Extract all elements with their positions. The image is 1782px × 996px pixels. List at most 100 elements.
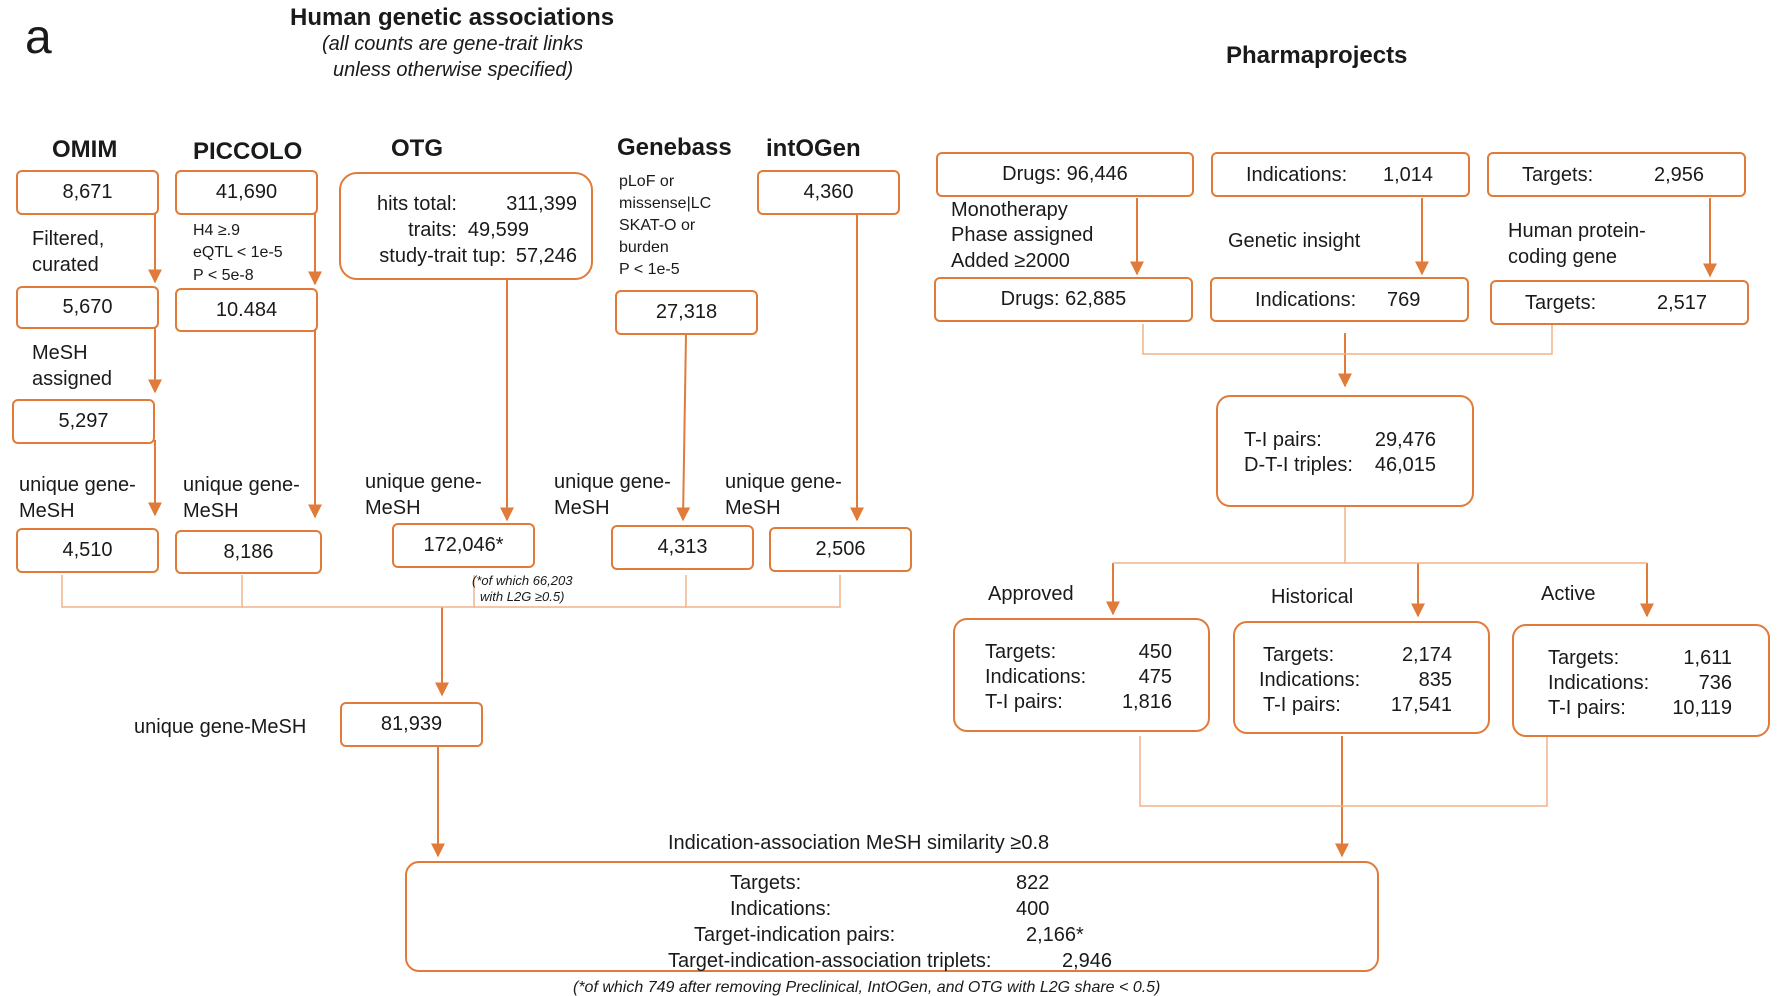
final-box: Targets: 822 Indications: 400 Target-ind… (405, 861, 1379, 972)
phase-approved-ind-label: Indications: (985, 666, 1087, 688)
left-subtitle-line-1: (all counts are gene-trait links (322, 33, 584, 55)
pharma-indications-after-label: Indications: (1255, 289, 1357, 311)
omim-filtered-box: 5,670 (16, 286, 159, 329)
genebass-unique-label-2: MeSH (554, 497, 610, 519)
panel-label: a (25, 11, 52, 64)
pharma-drugs-filter-1: Monotherapy (951, 199, 1068, 221)
final-footnote: (*of which 749 after removing Preclinica… (573, 979, 1161, 996)
otg-unique-label-2: MeSH (365, 497, 421, 519)
otg-hits-label: hits total: (376, 193, 457, 215)
pharma-indications-after-value: 769 (1387, 289, 1421, 311)
left-subtitle-line-2: unless otherwise specified) (333, 59, 574, 81)
pharma-targets-filter-1: Human protein- (1508, 220, 1646, 242)
otg-tup-value: 57,246 (515, 245, 577, 267)
piccolo-unique-label-2: MeSH (183, 500, 239, 522)
otg-stats-box: hits total: 311,399 traits: 49,599 study… (339, 172, 593, 280)
otg-traits-value: 49,599 (467, 219, 529, 241)
pharma-drugs-filter-3: Added ≥2000 (951, 250, 1070, 272)
merged-count-box: 81,939 (340, 702, 483, 747)
intogen-unique-label-1: unique gene- (725, 471, 842, 493)
pharma-targets-after-label: Targets: (1525, 292, 1597, 314)
omim-unique-label-1: unique gene- (19, 474, 136, 496)
piccolo-filtered-box: 10.484 (175, 288, 318, 332)
phase-historical-ind-label: Indications: (1259, 669, 1361, 691)
source-omim: OMIM (52, 136, 118, 163)
genebass-filter-5: P < 1e-5 (619, 261, 680, 278)
otg-hits-value: 311,399 (506, 193, 577, 215)
genebass-count-box: 27,318 (615, 290, 758, 335)
final-heading: Indication-association MeSH similarity ≥… (668, 832, 1050, 854)
omim-unique-label-2: MeSH (19, 500, 75, 522)
phase-historical-pairs: 17,541 (1390, 694, 1452, 716)
pharma-indications-filter: Genetic insight (1228, 230, 1361, 252)
source-genebass: Genebass (617, 134, 732, 161)
otg-unique-box: 172,046* (392, 523, 535, 568)
pharma-ti-value: 29,476 (1374, 429, 1436, 451)
omim-filter-label-2: curated (32, 254, 99, 276)
arrow-genebass (676, 333, 691, 522)
pharma-targets-value: 2,956 (1654, 164, 1705, 186)
genebass-filter-4: burden (619, 239, 669, 256)
source-piccolo: PICCOLO (193, 138, 303, 165)
phase-approved-title: Approved (988, 583, 1074, 605)
merged-label: unique gene-MeSH (134, 716, 307, 738)
phase-historical-indications: 835 (1418, 669, 1452, 691)
final-targets-value: 822 (1016, 872, 1050, 894)
otg-unique-label-1: unique gene- (365, 471, 482, 493)
phase-active-box: Targets: 1,611 Indications: 736 T-I pair… (1512, 624, 1770, 737)
phase-approved-targets: 450 (1138, 641, 1172, 663)
pharma-dti-label: D-T-I triples: (1244, 454, 1353, 476)
phase-historical-targets-label: Targets: (1263, 644, 1335, 666)
otg-traits-label: traits: (408, 219, 457, 241)
intogen-count-box: 4,360 (757, 170, 900, 215)
omim-unique-box: 4,510 (16, 528, 159, 573)
pharma-targets-after-value: 2,517 (1657, 292, 1708, 314)
pharma-drugs-filter-2: Phase assigned (951, 224, 1094, 246)
omim-mesh-label-1: MeSH (32, 342, 88, 364)
piccolo-filter-1: H4 ≥.9 (193, 222, 241, 239)
final-targets-label: Targets: (730, 872, 802, 894)
final-triplets-value: 2,946 (1062, 950, 1113, 972)
pharma-ti-box: T-I pairs: 29,476 D-T-I triples: 46,015 (1216, 395, 1474, 507)
phase-approved-pairs: 1,816 (1121, 691, 1172, 713)
phase-historical-targets: 2,174 (1401, 644, 1452, 666)
phase-active-pairs: 10,119 (1672, 697, 1732, 719)
merge-bracket-left (61, 575, 841, 608)
final-pairs-value: 2,166* (1026, 924, 1084, 946)
omim-filter-label-1: Filtered, (32, 228, 105, 250)
pharma-targets-after-box: Targets: 2,517 (1490, 280, 1749, 325)
omim-mesh-box: 5,297 (12, 399, 155, 444)
genebass-filter-1: pLoF or (619, 173, 675, 190)
phase-approved-indications: 475 (1138, 666, 1172, 688)
genebass-unique-label-1: unique gene- (554, 471, 671, 493)
pharma-ti-label: T-I pairs: (1244, 429, 1322, 451)
otg-footnote-2: with L2G ≥0.5) (480, 589, 565, 604)
merge-bracket-pharma (1142, 324, 1553, 355)
phase-active-pairs-label: T-I pairs: (1548, 697, 1626, 719)
otg-tup-label: study-trait tup: (379, 245, 506, 267)
pharma-dti-value: 46,015 (1374, 454, 1436, 476)
pharma-drugs-after-box: Drugs: 62,885 (934, 277, 1193, 322)
final-indications-label: Indications: (730, 898, 832, 920)
final-triplets-label: Target-indication-association triplets: (668, 950, 992, 972)
phase-active-targets: 1,611 (1683, 647, 1732, 669)
source-intogen: intOGen (766, 135, 861, 162)
pharma-targets-box: Targets: 2,956 (1487, 152, 1746, 197)
phase-active-title: Active (1541, 583, 1596, 605)
genebass-filter-3: SKAT-O or (619, 217, 696, 234)
pharma-indications-after-box: Indications: 769 (1210, 277, 1469, 322)
piccolo-count-box: 41,690 (175, 170, 318, 215)
genebass-filter-2: missense|LC (619, 195, 712, 212)
right-title: Pharmaprojects (1226, 42, 1408, 69)
phase-active-targets-label: Targets: (1548, 647, 1620, 669)
pharma-indications-value: 1,014 (1383, 164, 1434, 186)
phase-active-ind-label: Indications: (1548, 672, 1650, 694)
pharma-drugs-box: Drugs: 96,446 (936, 152, 1194, 197)
otg-footnote-1: (*of which 66,203 (472, 573, 573, 588)
omim-count-box: 8,671 (16, 170, 159, 215)
phase-approved-box: Targets: 450 Indications: 475 T-I pairs:… (953, 618, 1210, 732)
piccolo-filter-3: P < 5e-8 (193, 267, 254, 284)
intogen-unique-label-2: MeSH (725, 497, 781, 519)
piccolo-filter-2: eQTL < 1e-5 (193, 244, 283, 261)
